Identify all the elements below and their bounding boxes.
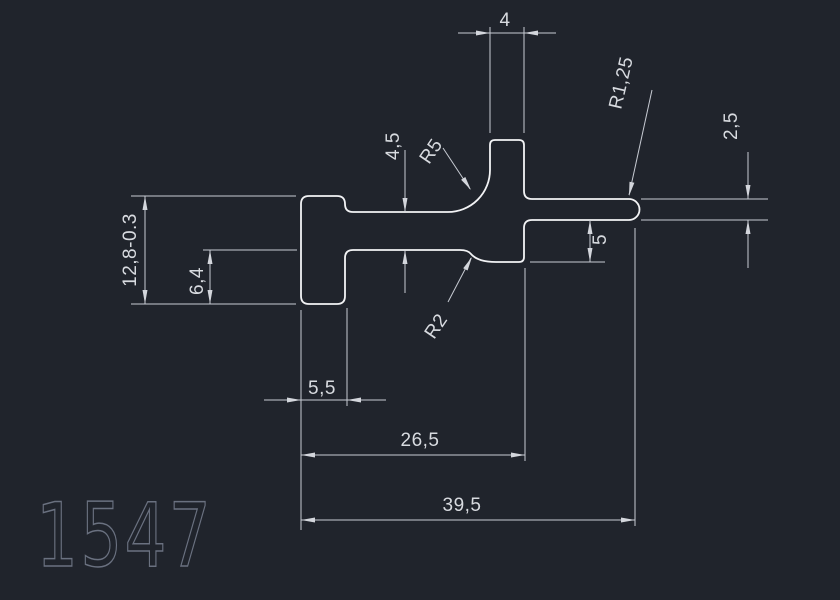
dim-foot-width-label: 5,5 [308, 378, 336, 399]
dim-overall-width: 39,5 [301, 228, 636, 526]
profile [300, 139, 641, 305]
dim-tip-thickness: 2,5 [641, 112, 768, 268]
arrowhead [207, 290, 213, 304]
arrowhead [347, 397, 361, 403]
arrowhead [142, 290, 148, 304]
arrowhead [511, 452, 525, 458]
dim-stem-width: 4 [458, 10, 556, 133]
dim-radius-tip: R1,25 [605, 55, 653, 196]
dim-overall-height-label: 12,8-0.3 [120, 213, 141, 287]
arrowhead [621, 517, 635, 523]
dim-stem-depth: 5 [530, 220, 611, 263]
arrowhead [745, 185, 751, 199]
dim-stem-depth-label: 5 [590, 234, 611, 245]
arrowhead [587, 220, 593, 234]
dim-stem-width-label: 4 [499, 10, 510, 31]
leader-line [628, 89, 653, 196]
arrowhead [301, 517, 315, 523]
dim-arm-thickness: 4,5 [383, 132, 408, 293]
dim-radius-bottom-label: R2 [421, 310, 453, 343]
dim-foot-width: 5,5 [264, 308, 386, 530]
dim-overall-height: 12,8-0.3 [120, 195, 296, 305]
arrowhead [461, 177, 471, 190]
arrowhead [402, 250, 408, 264]
dim-radius-top-label: R5 [416, 135, 448, 168]
dim-foot-height-label: 6,4 [187, 267, 208, 295]
arrowhead [587, 248, 593, 262]
arrowhead [629, 181, 635, 196]
part-number: 1547 [36, 486, 213, 588]
dim-stem-offset-label: 26,5 [401, 430, 440, 451]
dim-radius-tip-label: R1,25 [605, 55, 637, 112]
arrowhead [301, 452, 315, 458]
dim-radius-top: R5 [416, 135, 471, 190]
arrowhead [524, 30, 538, 36]
arrowhead [745, 220, 751, 234]
arrowhead [402, 198, 408, 212]
arrowhead [463, 257, 472, 271]
dim-tip-thickness-label: 2,5 [721, 112, 742, 140]
dim-stem-offset: 26,5 [301, 268, 526, 461]
profile-outline [300, 139, 641, 305]
dim-foot-height: 6,4 [187, 249, 297, 304]
dim-radius-bottom: R2 [421, 257, 472, 343]
arrowhead [287, 397, 301, 403]
dim-arm-thickness-label: 4,5 [383, 132, 404, 160]
arrowhead [476, 30, 490, 36]
dim-overall-width-label: 39,5 [443, 495, 482, 516]
arrowhead [142, 196, 148, 210]
arrowhead [207, 250, 213, 264]
